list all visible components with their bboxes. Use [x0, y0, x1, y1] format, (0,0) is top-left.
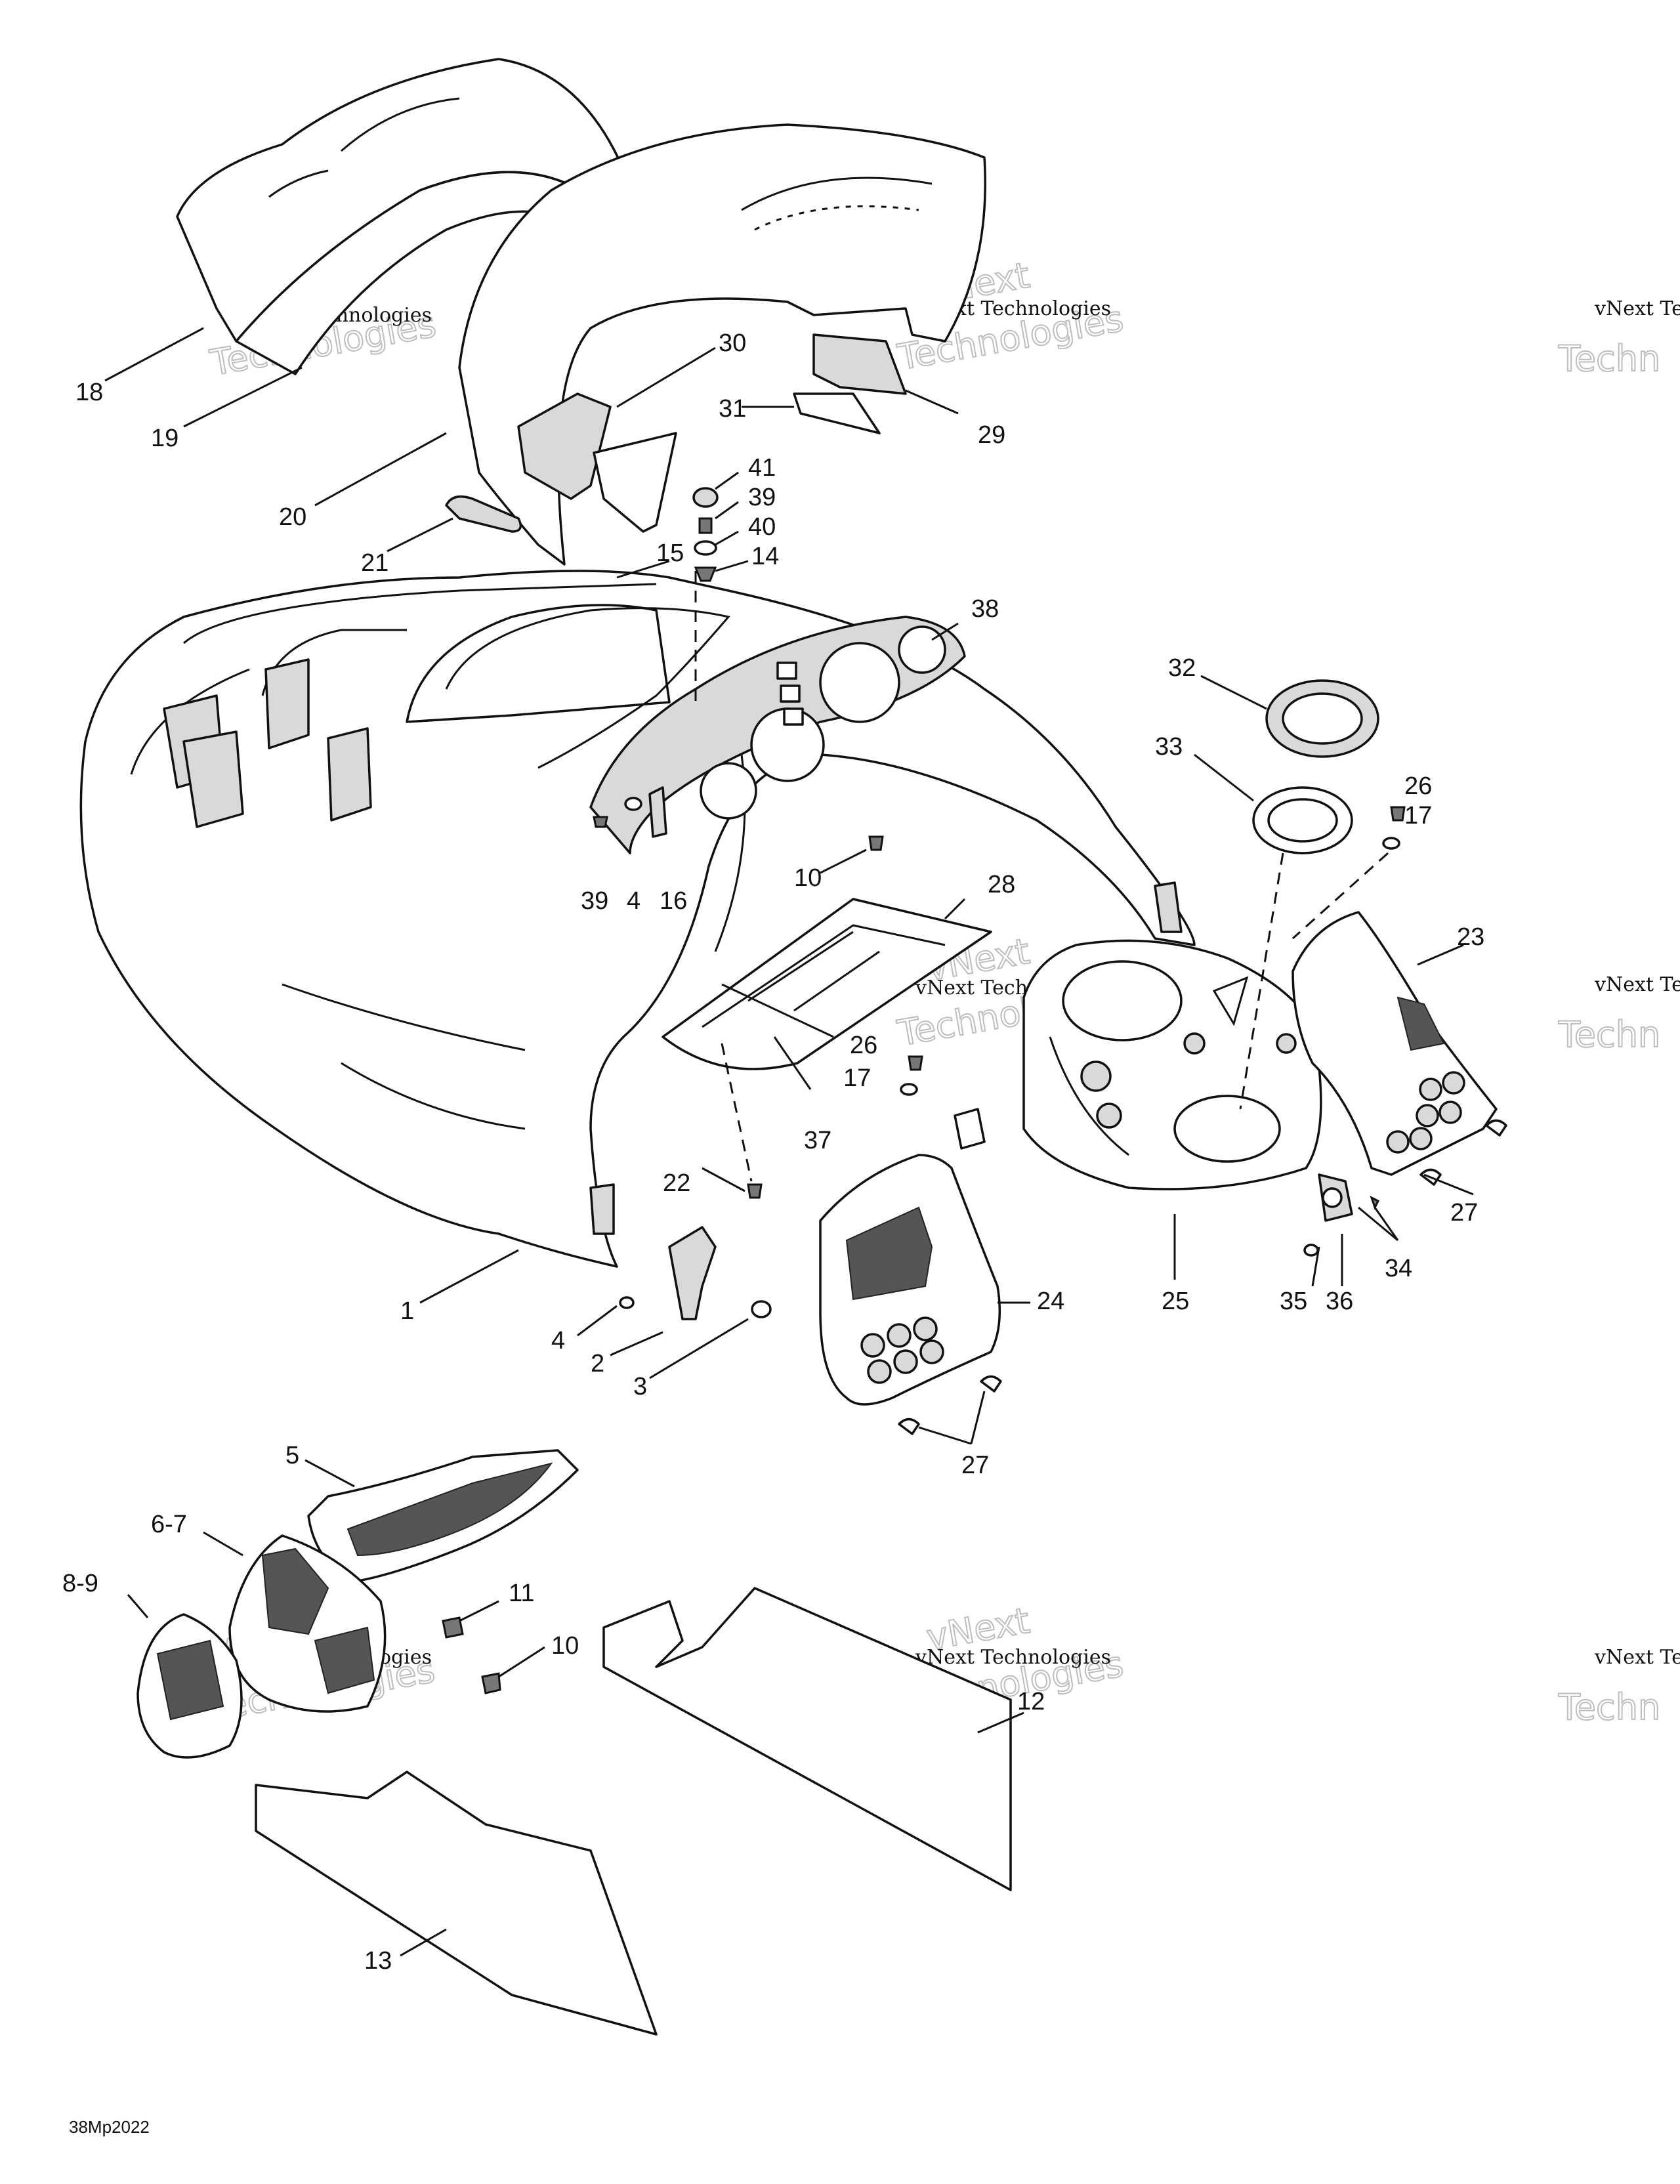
callout-17: 17 — [843, 1064, 871, 1092]
callout-1: 1 — [400, 1297, 414, 1325]
callout-16: 16 — [660, 887, 687, 915]
callout-10: 10 — [551, 1632, 579, 1660]
watermark-text-partial: vNext Te — [1594, 297, 1680, 320]
callout-23: 23 — [1457, 923, 1484, 951]
callout-10: 10 — [794, 864, 822, 892]
callout-8-9: 8-9 — [62, 1570, 98, 1597]
callout-35: 35 — [1280, 1288, 1307, 1315]
callout-14: 14 — [751, 543, 779, 570]
part-insulation-12 — [602, 1587, 1012, 1891]
callout-29: 29 — [978, 421, 1005, 449]
callout-31: 31 — [719, 395, 746, 423]
part-small-hardware — [1303, 1173, 1380, 1257]
part-clip-21 — [445, 495, 522, 533]
callout-27: 27 — [1450, 1199, 1478, 1227]
callout-13: 13 — [364, 1947, 392, 1975]
callout-38: 38 — [971, 595, 999, 623]
callout-27: 27 — [961, 1452, 989, 1479]
callout-labels: 18 19 20 21 30 31 29 41 39 40 15 14 38 3… — [62, 329, 1484, 1975]
callout-32: 32 — [1168, 654, 1196, 682]
part-grille-6-7 — [228, 1534, 387, 1713]
callout-11: 11 — [509, 1580, 534, 1607]
part-bracket-assembly — [619, 1226, 772, 1320]
callout-40: 40 — [748, 513, 776, 541]
watermark-technologies-partial: Techn — [1558, 1014, 1660, 1055]
callout-6-7: 6-7 — [151, 1511, 187, 1538]
part-screws — [593, 786, 1406, 1199]
part-lower-fasteners — [442, 1616, 501, 1694]
callout-20: 20 — [279, 503, 306, 531]
leader-lines — [104, 327, 1474, 1957]
callout-17: 17 — [1404, 802, 1432, 830]
watermark-text-partial: vNext Te — [1594, 1646, 1680, 1669]
callout-26: 26 — [1404, 772, 1432, 800]
callout-33: 33 — [1155, 733, 1183, 761]
part-storage-tray — [662, 898, 992, 1070]
callout-39: 39 — [748, 484, 776, 511]
callout-22: 22 — [663, 1169, 690, 1197]
watermark-technologies-partial: Techn — [1558, 1687, 1660, 1728]
part-front-vent — [307, 1449, 579, 1583]
part-hood — [79, 570, 1196, 1268]
part-dashboard-console — [445, 607, 966, 854]
callout-15: 15 — [656, 539, 684, 567]
callout-19: 19 — [151, 425, 178, 452]
callout-12: 12 — [1017, 1688, 1045, 1715]
watermark-technologies-partial: Techn — [1558, 338, 1660, 379]
callout-18: 18 — [75, 379, 103, 406]
part-grille-8-9 — [136, 1613, 243, 1759]
part-gauge-rings — [1252, 679, 1379, 854]
callout-5: 5 — [285, 1442, 299, 1469]
callout-24: 24 — [1037, 1288, 1064, 1315]
part-side-panel-right — [1292, 911, 1498, 1176]
part-fastener-stack — [692, 487, 719, 582]
callout-21: 21 — [361, 549, 388, 577]
callout-34: 34 — [1385, 1255, 1412, 1282]
watermark-text-partial: vNext Te — [1594, 973, 1680, 996]
callout-2: 2 — [591, 1350, 604, 1377]
callout-41: 41 — [748, 454, 776, 482]
part-side-panel-left — [819, 1154, 1001, 1406]
callout-25: 25 — [1162, 1288, 1189, 1315]
watermark-text: vNext Technologies — [915, 1646, 1111, 1669]
callout-30: 30 — [719, 329, 746, 357]
callout-36: 36 — [1326, 1288, 1353, 1315]
part-deflector-brackets — [517, 333, 907, 533]
part-instrument-pod — [954, 939, 1322, 1190]
callout-4: 4 — [627, 887, 640, 915]
callout-28: 28 — [988, 871, 1015, 898]
callout-26: 26 — [850, 1032, 877, 1059]
callout-4: 4 — [551, 1327, 565, 1354]
part-insulation-13 — [255, 1771, 658, 2036]
callout-3: 3 — [633, 1373, 647, 1400]
callout-39: 39 — [581, 887, 608, 915]
callout-37: 37 — [804, 1127, 831, 1154]
diagram-reference-code: 38Mp2022 — [69, 2117, 150, 2137]
